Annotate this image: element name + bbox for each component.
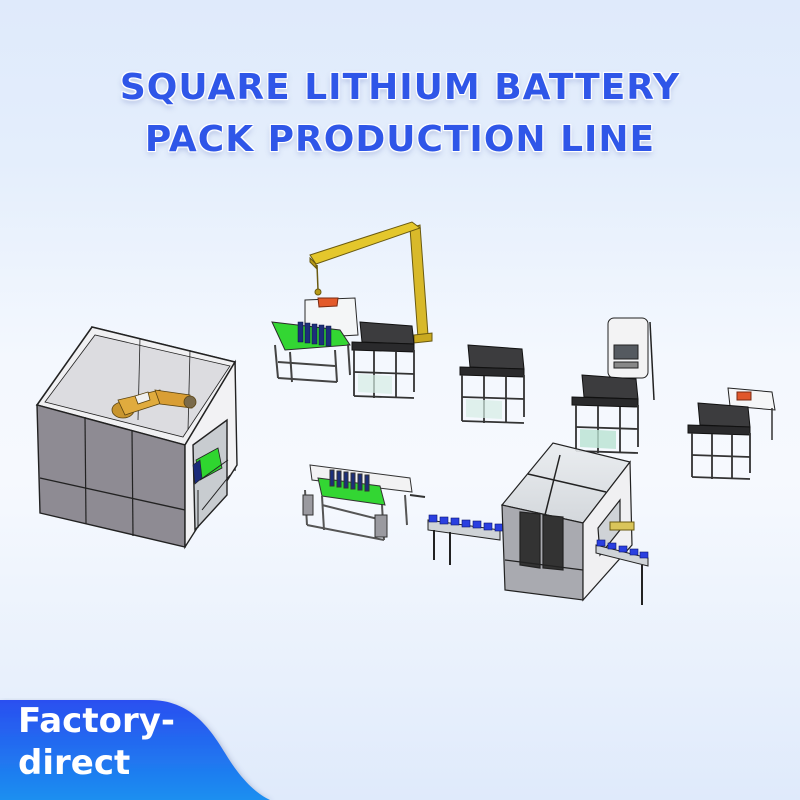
workstation-cabinet-3 [571, 374, 639, 454]
badge-shape [0, 700, 270, 800]
conveyor-right [595, 521, 649, 605]
workstation-cabinet [351, 321, 415, 399]
robot-arm [111, 389, 197, 419]
badge-line-2: direct [18, 743, 131, 783]
robot-enclosure [35, 326, 238, 550]
fixture-assembly-bench [302, 464, 426, 541]
factory-direct-badge [0, 698, 280, 800]
enclosed-machine [500, 442, 633, 602]
title-line-2: PACK PRODUCTION LINE [144, 119, 656, 160]
badge-line-1: Factory- [18, 701, 175, 741]
workstation-cabinet-2 [459, 344, 525, 424]
page-title: SQUARE LITHIUM BATTERY PACK PRODUCTION L… [0, 62, 800, 166]
title-line-1: SQUARE LITHIUM BATTERY [119, 67, 681, 108]
workstation-cabinet-4-body [687, 402, 751, 480]
conveyor-left [427, 514, 504, 565]
crane-loading-station [271, 221, 433, 383]
badge-text: Factory- direct [18, 700, 175, 784]
control-tower [607, 317, 655, 401]
workstation-cabinet-4 [727, 387, 776, 440]
